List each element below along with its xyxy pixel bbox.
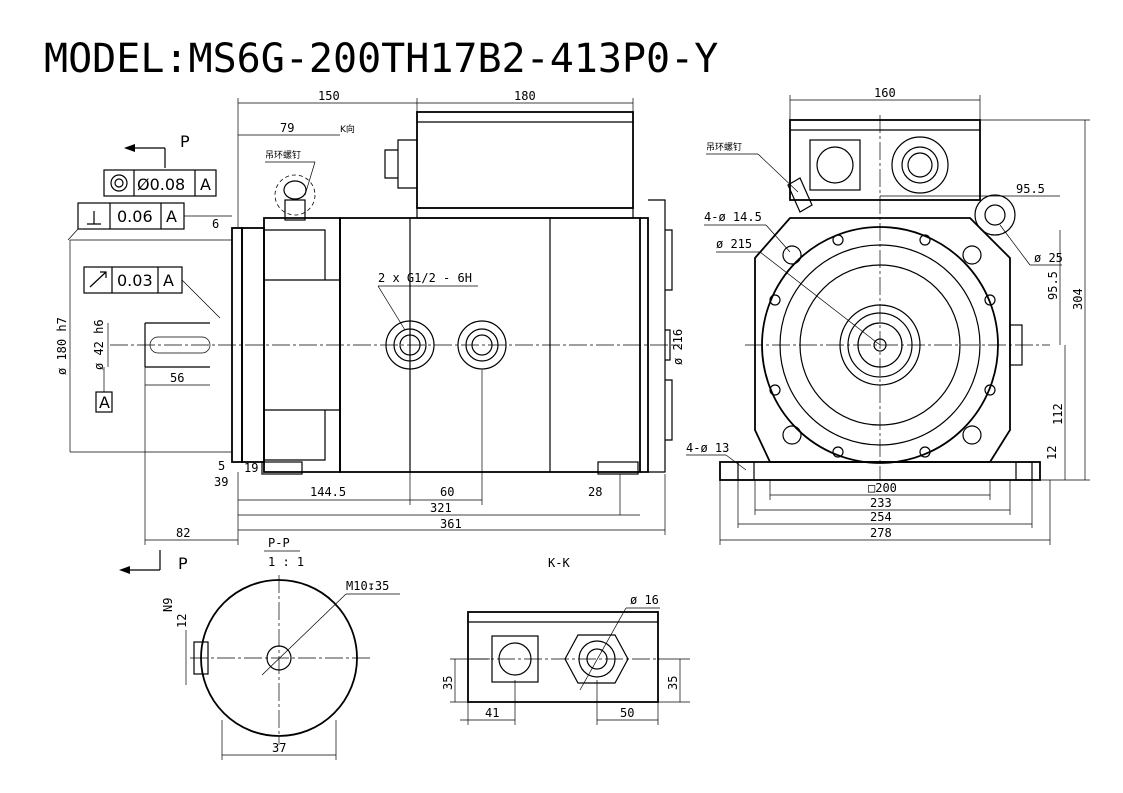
dim-95-5-side: 95.5 — [1046, 271, 1060, 300]
dim-144-5: 144.5 — [310, 485, 346, 499]
k-direction: K向 — [340, 123, 355, 135]
fcf-coaxial-datum: A — [200, 175, 211, 194]
dim-d25: ø 25 — [1034, 251, 1063, 265]
dim-5: 5 — [218, 459, 225, 473]
side-view: 150 180 79 K向 吊环螺钉 6 2 x G1/2 - 6H ø 180… — [55, 89, 685, 545]
dim-60: 60 — [440, 485, 454, 499]
fcf-runout: 0.03 A — [83, 266, 221, 319]
fcf-perp-datum: A — [166, 207, 177, 226]
kk-41: 41 — [485, 706, 499, 720]
dim-19: 19 — [244, 461, 258, 475]
front-view: 160 吊环螺钉 95.5 4-ø 14.5 ø 215 ø 25 95.5 3… — [686, 86, 1090, 545]
section-pp-label: P-P — [268, 536, 290, 550]
kk-35-left: 35 — [441, 676, 455, 690]
datum-a: A — [99, 393, 110, 412]
fcf-coaxial-tol: Ø0.08 — [137, 175, 185, 194]
section-37: 37 — [272, 741, 286, 755]
dim-d180h7: ø 180 h7 — [55, 317, 69, 375]
lifting-screw-label: 吊环螺钉 — [265, 150, 301, 161]
dim-28: 28 — [588, 485, 602, 499]
fcf-perp-tol: 0.06 — [117, 207, 153, 226]
dim-160: 160 — [874, 86, 896, 100]
dim-39: 39 — [214, 475, 228, 489]
front-lifting-screw: 吊环螺钉 — [706, 142, 742, 153]
dim-d216: ø 216 — [671, 329, 685, 365]
dim-56: 56 — [170, 371, 184, 385]
dim-79: 79 — [280, 121, 294, 135]
dim-304: 304 — [1071, 288, 1085, 310]
section-n9: N9 — [161, 598, 175, 612]
dim-d42h6: ø 42 h6 — [92, 319, 106, 370]
dim-d215: ø 215 — [716, 237, 752, 251]
section-view-p: P — [178, 554, 188, 573]
kk-50: 50 — [620, 706, 634, 720]
dim-233: 233 — [870, 496, 892, 510]
dim-4x14-5: 4-ø 14.5 — [704, 210, 762, 224]
fcf-runout-datum: A — [163, 271, 174, 290]
dim-361: 361 — [440, 517, 462, 531]
dim-180: 180 — [514, 89, 536, 103]
dim-112: 112 — [1051, 403, 1065, 425]
dim-82: 82 — [176, 526, 190, 540]
section-pp: P-P 1 : 1 P M10↧35 N9 12 37 — [119, 536, 400, 760]
view-p-label: P — [180, 132, 190, 151]
dim-12-front: 12 — [1045, 446, 1059, 460]
section-pp-scale: 1 : 1 — [268, 555, 304, 569]
fcf-coaxial: Ø0.08 A — [103, 169, 217, 197]
dim-254: 254 — [870, 510, 892, 524]
dim-6: 6 — [212, 217, 219, 231]
fcf-perpendicular: 0.06 A — [67, 202, 232, 241]
thread-label: 2 x G1/2 - 6H — [378, 271, 472, 285]
model-title: MODEL:MS6G-200TH17B2-413P0-Y — [44, 36, 718, 82]
dim-95-5-top: 95.5 — [1016, 182, 1045, 196]
dim-321: 321 — [430, 501, 452, 515]
dim-200: □200 — [868, 481, 897, 495]
section-tap: M10↧35 — [346, 579, 389, 593]
view-kk: K-K ø 16 35 35 41 50 — [441, 556, 690, 725]
view-kk-label: K-K — [548, 556, 570, 570]
kk-d16: ø 16 — [630, 593, 659, 607]
dim-150: 150 — [318, 89, 340, 103]
kk-35-right: 35 — [666, 676, 680, 690]
section-12: 12 — [175, 614, 189, 628]
fcf-runout-tol: 0.03 — [117, 271, 153, 290]
dim-4x13: 4-ø 13 — [686, 441, 729, 455]
dim-278: 278 — [870, 526, 892, 540]
